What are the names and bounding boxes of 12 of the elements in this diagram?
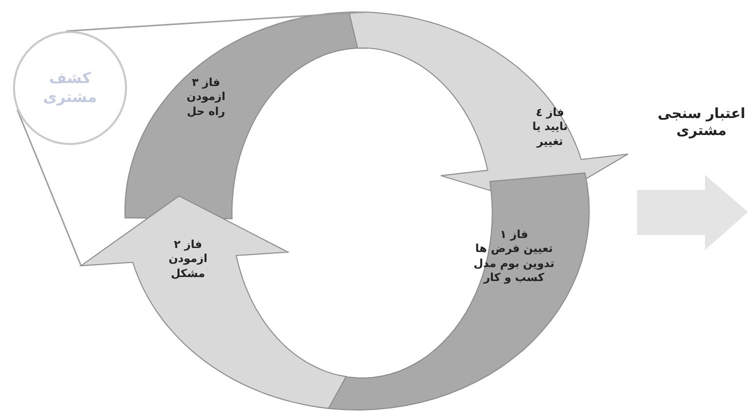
phase-description: ازمودن راه حل [186,90,226,119]
stage-label: اعتبار سنجی مشتری [656,106,746,140]
phase-description: ازمودن مشکل [168,252,208,281]
connector-line [66,11,366,32]
phase-description: تعیین فرض ها تدوین بوم مدل کسب و کار [472,242,556,286]
circle-label: کشف مشتری [42,69,98,107]
connector-line [16,109,82,266]
phase-heading: فاز ٤ [534,106,566,120]
phase-heading: فاز ۳ [190,76,222,90]
phase-heading: فاز ۱ [498,228,530,242]
phase-heading: فاز ۲ [172,238,204,252]
phase-description: تایید یا تغییر [531,120,569,149]
